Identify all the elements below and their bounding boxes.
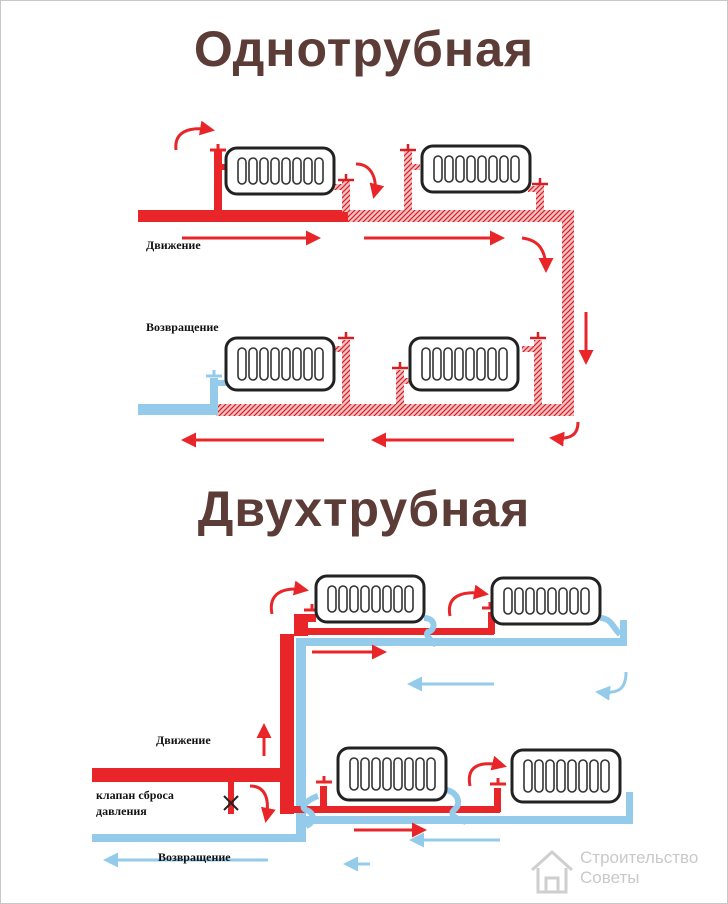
title-double-pipe: Двухтрубная: [197, 481, 531, 537]
radiator-icon: [420, 144, 532, 194]
curved-arrow-icon: [467, 755, 507, 787]
valve-icon: [223, 795, 239, 811]
label-supply-single: Движение: [146, 238, 201, 252]
radiator-icon: [510, 748, 622, 804]
watermark: Строительство Советы: [528, 846, 724, 898]
label-return-double: Возвращение: [158, 850, 231, 864]
riser-connector: [214, 164, 230, 170]
watermark-line1: Строительство: [580, 848, 699, 867]
label-return-single: Возвращение: [146, 320, 219, 334]
double-return-riser: [296, 642, 306, 840]
single-main-top-hatched: [346, 210, 574, 222]
radiator-icon: [224, 146, 336, 196]
single-supply-pipe: [138, 210, 348, 222]
curved-arrow-icon: [174, 120, 215, 151]
curved-arrow-icon: [549, 421, 580, 447]
curved-arrow-icon: [355, 162, 385, 199]
radiator-icon: [490, 576, 602, 626]
label-valve-line1: клапан сброса: [96, 788, 174, 802]
single-return-pipe: [138, 404, 218, 415]
double-return-main: [92, 834, 306, 842]
riser-supply: [214, 150, 222, 212]
curved-arrow-icon: [595, 671, 628, 701]
double-supply-riser: [280, 634, 294, 814]
label-supply-double: Движение: [156, 733, 211, 747]
radiator-icon: [224, 336, 336, 392]
single-main-bottom-hatched: [216, 404, 574, 416]
watermark-line2: Советы: [580, 868, 640, 887]
single-pipe-system: [138, 120, 594, 448]
label-valve-line2: давления: [96, 804, 147, 818]
house-logo-icon: [530, 849, 574, 894]
double-pipe-system: [92, 574, 633, 872]
radiator-icon: [314, 574, 426, 624]
curved-arrow-icon: [269, 580, 309, 615]
curved-arrow-icon: [249, 784, 276, 823]
radiator-icon: [408, 336, 520, 392]
double-supply-main: [92, 768, 286, 782]
radiator-icon: [336, 746, 448, 802]
title-single-pipe: Однотрубная: [193, 21, 535, 77]
curved-arrow-icon: [521, 236, 554, 273]
single-main-right-hatched: [562, 210, 574, 416]
curved-arrow-icon: [447, 584, 489, 617]
